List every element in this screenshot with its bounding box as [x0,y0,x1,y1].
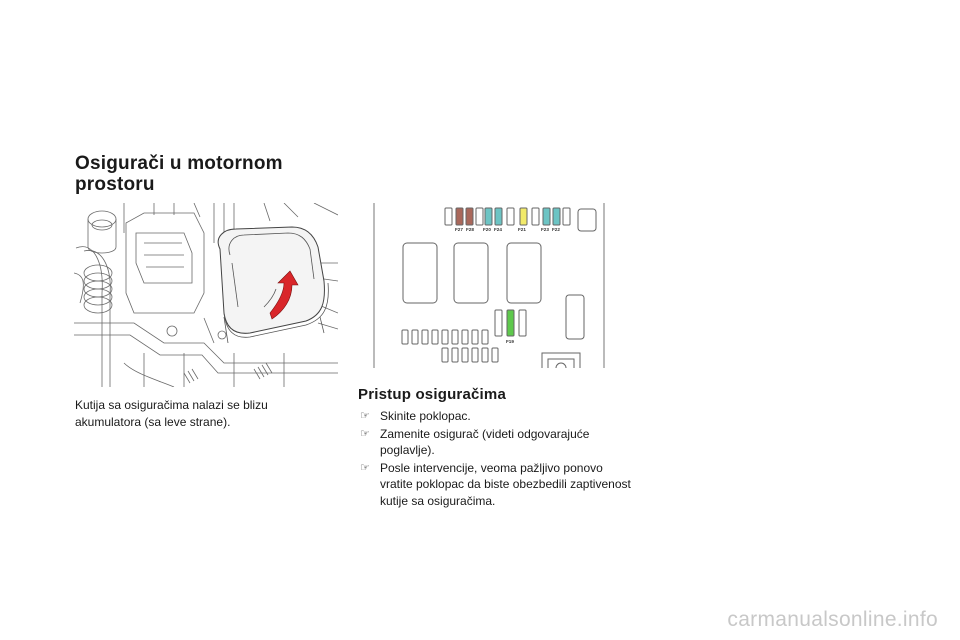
fuse-box-location-caption: Kutija sa osiguračima nalazi se blizu ak… [75,398,268,429]
fuse-label-f21: F21 [518,227,526,232]
fuse-label-f23: F23 [541,227,549,232]
access-heading: Pristup osiguračima [358,386,507,403]
access-steps-list: ☞ Skinite poklopac. ☞ Zamenite osigurač … [358,408,633,510]
step-text: Zamenite osigurač (videti odgovarajuće p… [380,426,590,458]
step-text: Skinite poklopac. [380,409,471,423]
fuse-label-f28: F28 [466,227,474,232]
watermark: carmanualsonline.info [727,608,938,631]
fuse-label-f19: F19 [506,339,514,344]
pointing-hand-icon: ☞ [360,427,370,440]
fuse-label-f22: F22 [552,227,560,232]
page-title: Osigurači u motornom prostoru [75,153,283,195]
fuse-box-diagram: F27 F28 F20 F24 F21 F23 F22 F19 [372,203,608,368]
engine-compartment-illustration [74,203,338,387]
list-item: ☞ Zamenite osigurač (videti odgovarajuće… [358,426,633,459]
fuse-label-f20: F20 [483,227,491,232]
fuse-label-f27: F27 [455,227,463,232]
pointing-hand-icon: ☞ [360,461,370,474]
fuse-label-f24: F24 [494,227,502,232]
step-text: Posle intervencije, veoma pažljivo ponov… [380,460,631,508]
pointing-hand-icon: ☞ [360,410,370,422]
list-item: ☞ Posle intervencije, veoma pažljivo pon… [358,460,633,510]
list-item: ☞ Skinite poklopac. [358,408,633,425]
